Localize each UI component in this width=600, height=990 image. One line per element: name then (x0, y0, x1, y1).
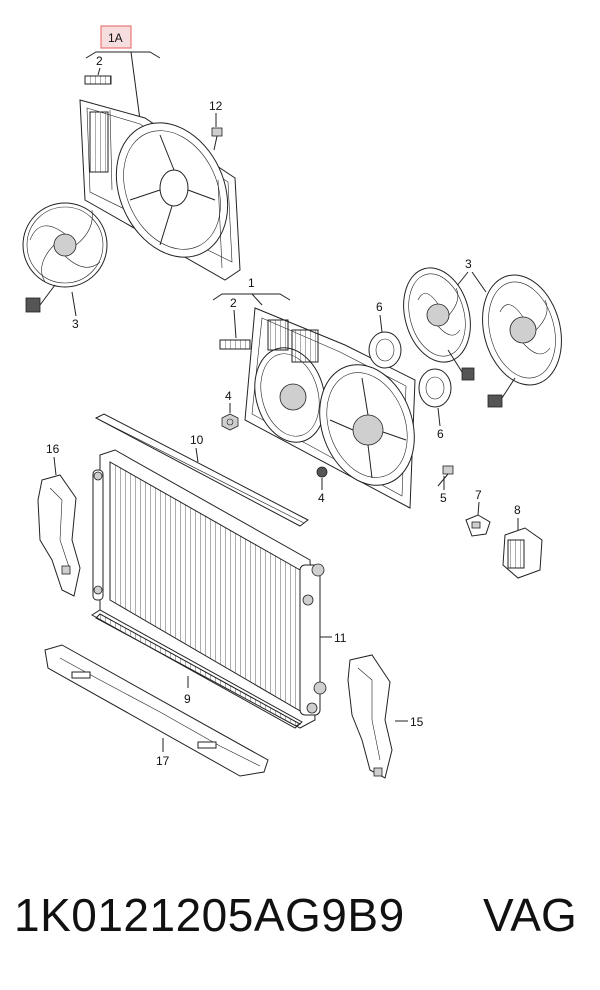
callout-11[interactable]: 11 (334, 631, 347, 645)
upper-fan-shroud (79, 99, 241, 281)
nut-4-left (221, 413, 239, 431)
callout-6-lower[interactable]: 6 (437, 427, 444, 441)
seal-strip-10 (94, 413, 309, 527)
screw-5 (437, 465, 454, 487)
part-number-label: 1K0121205AG9B9 (14, 889, 405, 941)
callout-1a-group[interactable]: 1A (100, 25, 132, 49)
lower-fan-shroud (244, 307, 416, 509)
callout-12[interactable]: 12 (209, 99, 223, 113)
callout-10[interactable]: 10 (190, 433, 204, 447)
bracket-7 (465, 514, 491, 537)
callout-7[interactable]: 7 (475, 488, 482, 502)
bracket-8 (502, 527, 543, 579)
air-guide-15 (347, 654, 393, 779)
callout-2-lower[interactable]: 2 (230, 296, 237, 310)
right-fan-3b (482, 274, 562, 408)
seal-strip-9 (91, 609, 303, 729)
left-fan-3 (22, 202, 108, 313)
callout-9[interactable]: 9 (184, 692, 191, 706)
callout-5[interactable]: 5 (440, 491, 447, 505)
callout-17[interactable]: 17 (156, 754, 170, 768)
label-strip-2-lower (219, 339, 251, 350)
brand-label: VAG (483, 889, 577, 941)
air-guide-17 (44, 644, 269, 777)
callout-4-center[interactable]: 4 (318, 491, 325, 505)
right-fan-3a (403, 267, 475, 381)
callout-3-left[interactable]: 3 (72, 317, 79, 331)
callout-1a-label: 1A (108, 31, 123, 45)
nut-4-center (316, 466, 328, 478)
callout-6-upper[interactable]: 6 (376, 300, 383, 314)
ring-6-upper (368, 331, 402, 369)
callout-1a-highlight-box (100, 25, 132, 49)
screw-12 (211, 127, 223, 151)
air-guide-16 (37, 474, 81, 597)
callout-1[interactable]: 1 (248, 276, 255, 290)
radiator (92, 449, 327, 729)
callout-15[interactable]: 15 (410, 715, 424, 729)
callout-3-right[interactable]: 3 (465, 257, 472, 271)
callout-2-upper[interactable]: 2 (96, 54, 103, 68)
ring-6-lower (418, 368, 452, 408)
callout-4-left[interactable]: 4 (225, 389, 232, 403)
callout-16[interactable]: 16 (46, 442, 60, 456)
callout-8[interactable]: 8 (514, 503, 521, 517)
label-strip-2-upper (84, 75, 112, 85)
